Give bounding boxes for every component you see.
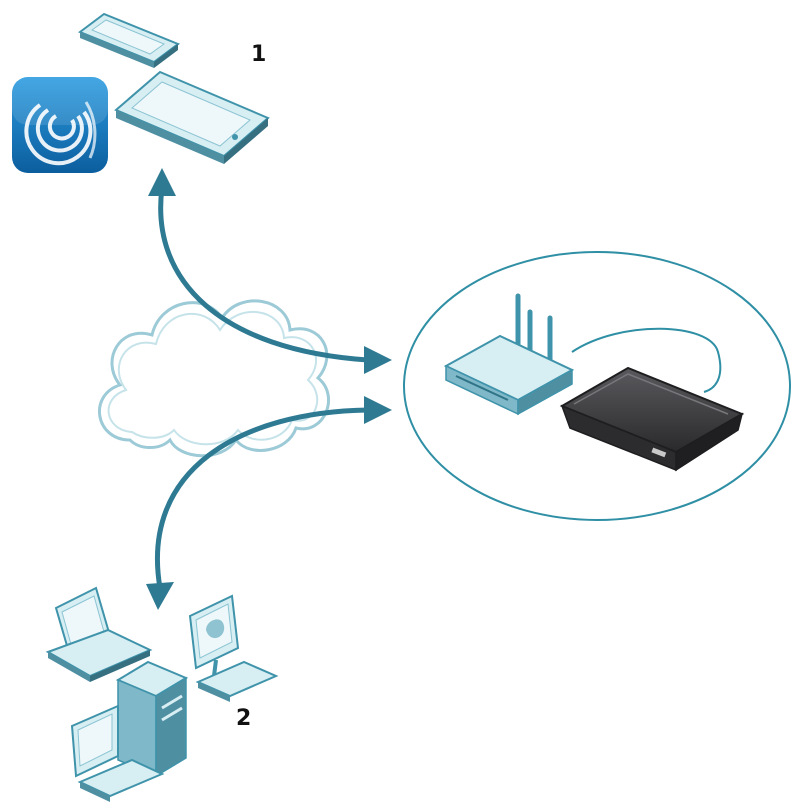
network-cable: [571, 327, 722, 393]
cloud-icon: [98, 299, 330, 458]
mobile-connection-arrow: [148, 168, 392, 374]
storage-device-icon: [559, 366, 745, 472]
desktop-tower-icon: [70, 660, 189, 802]
app-icon: [12, 77, 108, 173]
tablet-icon: [114, 70, 270, 164]
callout-label-2: 2: [236, 706, 252, 731]
mac-desktop-icon: [188, 594, 279, 702]
router-icon: [443, 293, 575, 416]
laptop-icon: [45, 586, 153, 682]
computer-connection-arrow: [146, 396, 392, 610]
local-network-ellipse: [403, 251, 791, 521]
callout-label-1: 1: [251, 42, 267, 67]
smartphone-icon: [77, 12, 181, 68]
